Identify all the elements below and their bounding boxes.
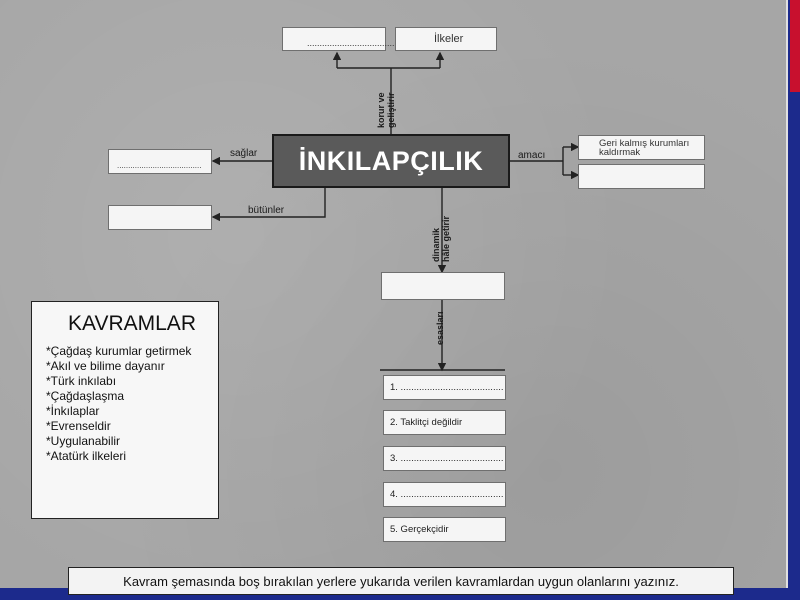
main-concept-text: İNKILAPÇILIK <box>298 145 484 176</box>
label-dinamik-hale-getirir: dinamik hâle getirir <box>431 215 451 262</box>
right-box-1: Geri kalmış kurumları kaldırmak <box>578 135 705 160</box>
label-saglar: sağlar <box>230 148 258 159</box>
blank-box-top[interactable]: ...................................... <box>282 27 402 51</box>
principle-item-1-text: 1. .....................................… <box>390 382 504 393</box>
left-box-1[interactable]: ...................................... <box>108 149 212 174</box>
concepts-box: KAVRAMLAR *Çağdaş kurumlar getirmek *Akı… <box>31 301 219 519</box>
principle-item-4-text: 4. .....................................… <box>390 489 504 500</box>
principle-item-5: 5. Gerçekçidir <box>383 517 506 542</box>
concept-item: *Evrenseldir <box>46 419 111 433</box>
principle-item-3-text: 3. .....................................… <box>390 453 504 464</box>
right-box-2[interactable] <box>578 164 705 189</box>
line-butunler <box>211 188 326 222</box>
concept-item: *Atatürk ilkeleri <box>46 449 127 463</box>
concept-item: *İnkılaplar <box>46 404 100 418</box>
concept-item: *Türk inkılabı <box>46 374 117 388</box>
connector-lines <box>211 51 580 372</box>
concept-item: *Çağdaşlaşma <box>46 389 125 403</box>
principles-box: İlkeler <box>395 27 497 51</box>
left-box-2[interactable] <box>108 205 212 230</box>
instruction-text: Kavram şemasında boş bırakılan yerlere y… <box>123 573 679 589</box>
principle-item-2-text: 2. Taklitçi değildir <box>390 417 463 428</box>
left-box-1-text: ...................................... <box>117 161 202 170</box>
concept-item: *Çağdaş kurumlar getirmek <box>46 344 192 358</box>
blank-box-top-text: ...................................... <box>307 38 403 48</box>
principle-item-3[interactable]: 3. .....................................… <box>383 446 506 471</box>
slide-accent-bar <box>790 0 800 92</box>
label-korur-gelistirir: korur ve geliştirir <box>376 92 396 128</box>
worksheet: ...................................... İ… <box>0 0 788 595</box>
label-esaslari: esasları <box>435 311 445 345</box>
principle-item-1[interactable]: 1. .....................................… <box>383 375 506 400</box>
principle-item-5-text: 5. Gerçekçidir <box>390 524 449 535</box>
label-amaci: amacı <box>518 150 546 161</box>
instruction-box: Kavram şemasında boş bırakılan yerlere y… <box>68 567 734 595</box>
concepts-title: KAVRAMLAR <box>68 312 196 335</box>
principle-item-2: 2. Taklitçi değildir <box>383 410 506 435</box>
principles-box-text: İlkeler <box>434 33 464 45</box>
blank-box-center[interactable] <box>381 272 505 300</box>
main-concept-box: İNKILAPÇILIK <box>272 134 510 188</box>
concept-item: *Uygulanabilir <box>46 434 121 448</box>
principle-item-4[interactable]: 4. .....................................… <box>383 482 506 507</box>
concept-item: *Akıl ve bilime dayanır <box>46 359 165 373</box>
label-butunler: bütünler <box>248 205 285 216</box>
right-box-1-text: Geri kalmış kurumları kaldırmak <box>599 138 690 158</box>
